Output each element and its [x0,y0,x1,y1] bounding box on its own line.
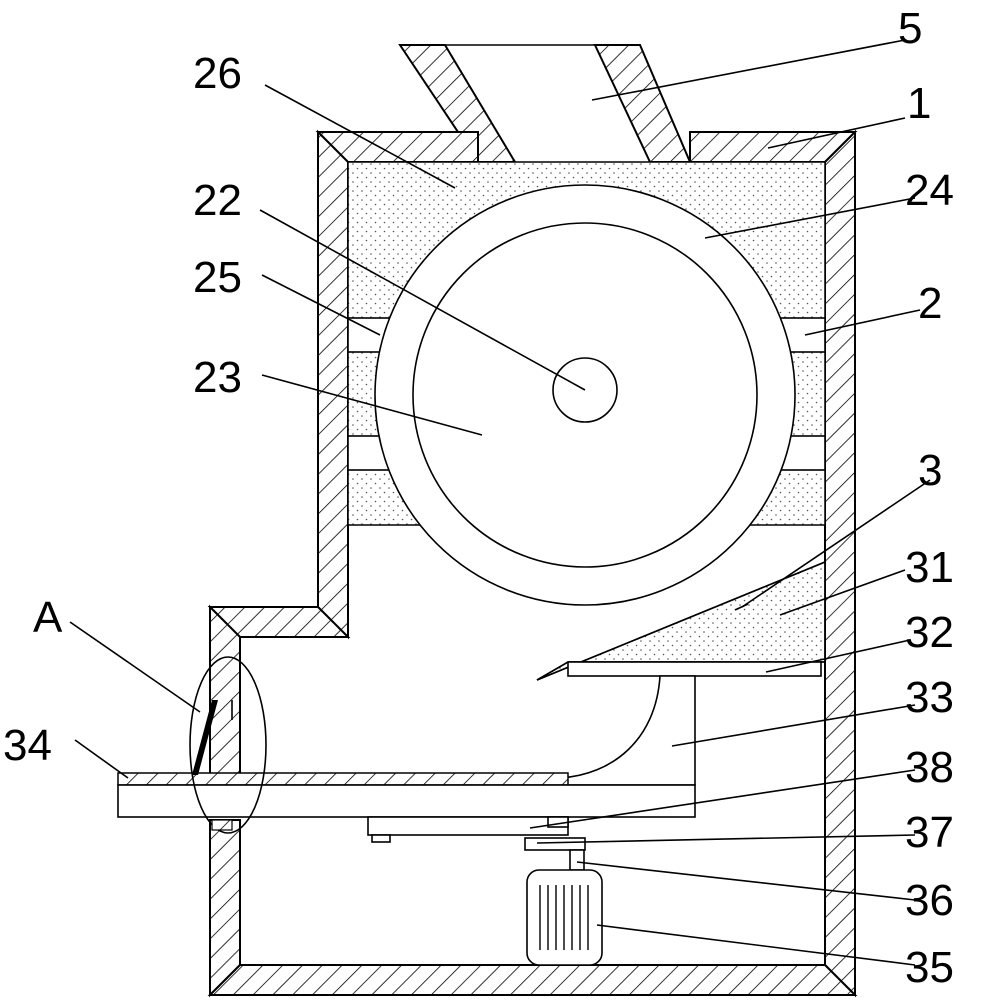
label-support-plate: 32 [905,608,954,657]
label-drive-plate: 38 [905,743,954,792]
outlet-pipe [117,772,696,818]
label-motor: 35 [905,943,954,992]
label-motor-shaft: 36 [905,876,954,925]
hopper [398,44,692,163]
drive-train [367,816,603,966]
label-rotor: 23 [193,353,242,402]
label-hopper: 5 [898,4,922,53]
label-housing: 1 [907,79,931,128]
label-coupling: 37 [905,808,954,857]
label-filler: 26 [193,49,242,98]
drum-and-rotor [374,184,796,606]
label-discharge-pipe: 33 [905,673,954,722]
label-screening-assembly: 3 [918,446,942,495]
discharge-pipe [239,675,696,786]
leader-lines [69,39,931,966]
label-outlet-pipe: 34 [3,721,52,770]
housing [207,129,858,998]
label-bearing-block: 25 [193,253,242,302]
label-detail-a: A [33,593,63,642]
label-rotor-shaft: 22 [193,176,242,225]
label-drum-ring: 24 [905,166,954,215]
detail-a [189,656,267,834]
label-screen-cone: 31 [905,543,954,592]
labels: 5 1 26 24 22 25 2 23 3 31 32 33 A 34 38 … [3,4,954,992]
label-crushing-chamber: 2 [918,279,942,328]
